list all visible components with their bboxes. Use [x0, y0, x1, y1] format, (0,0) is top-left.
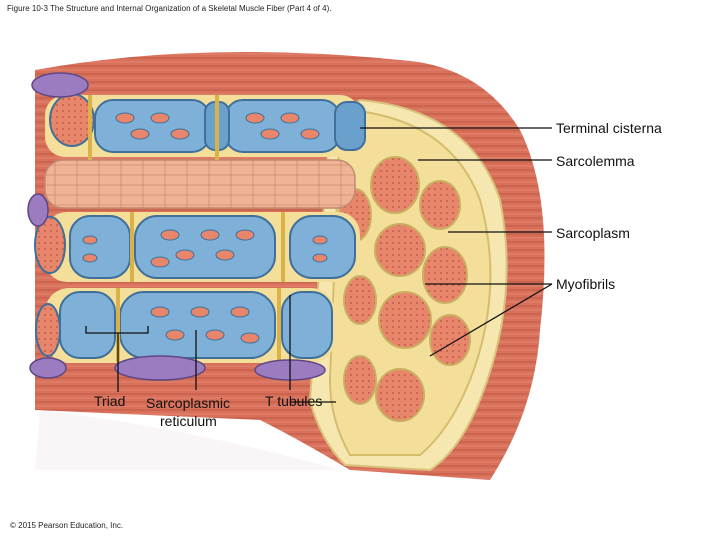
- sarcoplasmic-reticulum-segment: [134, 215, 276, 279]
- label-sarcoplasmic-reticulum-line1: Sarcoplasmic: [146, 395, 230, 411]
- figure-caption: Figure 10-3 The Structure and Internal O…: [7, 4, 332, 13]
- myofibril-section: [370, 156, 420, 214]
- sarcoplasmic-reticulum-segment: [69, 215, 131, 279]
- myofibril-section: [343, 275, 377, 325]
- label-myofibrils: Myofibrils: [556, 276, 615, 292]
- myofibril-section: [419, 180, 461, 230]
- myofibril-section: [422, 246, 468, 304]
- sarcoplasmic-reticulum-segment: [289, 215, 356, 279]
- sarcoplasmic-reticulum-segment: [119, 291, 276, 359]
- sarcoplasmic-reticulum-segment: [59, 291, 116, 359]
- label-sarcolemma: Sarcolemma: [556, 153, 635, 169]
- myofibril-section: [375, 368, 425, 422]
- myofibril-cylinders: [34, 93, 366, 363]
- myofibril-section: [378, 291, 432, 349]
- mitochondria: [27, 72, 326, 381]
- myofibril-section: [343, 355, 377, 405]
- leader-lines: [85, 127, 553, 403]
- sarcoplasmic-reticulum-segment: [281, 291, 333, 359]
- exposed-myofibril: [44, 159, 356, 209]
- terminal-cisterna: [334, 101, 366, 151]
- cross-section-sarcoplasm: [328, 108, 492, 456]
- sarcoplasmic-reticulum-segment: [94, 99, 211, 153]
- label-t-tubules: T tubules: [265, 393, 322, 409]
- copyright-notice: © 2015 Pearson Education, Inc.: [10, 521, 124, 530]
- label-terminal-cisterna: Terminal cisterna: [556, 120, 662, 136]
- sarcoplasmic-reticulum-segment: [224, 99, 341, 153]
- myofibril-section: [374, 223, 426, 277]
- label-sarcoplasmic-reticulum-line2: reticulum: [160, 413, 217, 429]
- label-sarcoplasm: Sarcoplasm: [556, 225, 630, 241]
- myofibril-section: [429, 314, 471, 366]
- label-triad: Triad: [94, 393, 125, 409]
